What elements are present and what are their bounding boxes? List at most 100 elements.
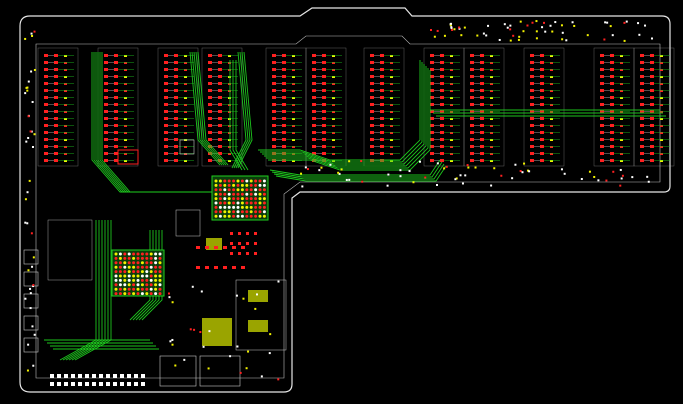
pad: [430, 96, 434, 99]
pad: [64, 55, 67, 57]
bga-ball: [158, 292, 162, 296]
via: [511, 177, 514, 180]
pad: [390, 69, 393, 71]
via: [644, 24, 647, 27]
pad: [620, 90, 623, 92]
bga-ball: [123, 278, 127, 282]
pad: [470, 131, 474, 134]
pad: [550, 69, 553, 71]
bga-ball: [145, 256, 149, 260]
bga-ball: [145, 278, 149, 282]
bga-ball: [249, 205, 253, 209]
smd-pad: [246, 252, 249, 255]
trace-bundle-right: [262, 64, 425, 165]
pad: [600, 117, 604, 120]
pad: [164, 117, 168, 120]
pad: [312, 124, 316, 127]
via: [254, 307, 257, 310]
bga-ball: [154, 261, 158, 265]
pad: [370, 145, 374, 148]
pad: [312, 117, 316, 120]
pad: [650, 138, 654, 141]
pad: [174, 61, 178, 64]
pad: [312, 54, 316, 57]
bga-ball: [245, 179, 249, 183]
pad: [332, 104, 335, 106]
bga-ball: [236, 205, 240, 209]
bga-ball: [145, 252, 149, 256]
pad: [380, 82, 384, 85]
pad: [282, 117, 286, 120]
bga-ball: [118, 261, 122, 265]
header-pin: [50, 374, 54, 378]
via: [544, 30, 547, 33]
pad: [312, 75, 316, 78]
pad: [540, 82, 544, 85]
pad: [208, 131, 212, 134]
pad: [370, 110, 374, 113]
bga-ball: [262, 214, 266, 218]
pad: [114, 61, 118, 64]
pad: [440, 68, 444, 71]
bga-ball: [258, 183, 262, 187]
bga-ball: [223, 192, 227, 196]
pad: [550, 146, 553, 148]
pad: [312, 145, 316, 148]
pad: [282, 89, 286, 92]
via: [31, 34, 34, 37]
pad: [440, 124, 444, 127]
pad: [208, 75, 212, 78]
bga-ball: [258, 210, 262, 214]
bga-ball: [249, 201, 253, 205]
trace-bundle-lower-left: [59, 220, 97, 361]
pad: [610, 54, 614, 57]
via: [200, 290, 203, 293]
bga-ball: [114, 278, 118, 282]
pad: [550, 55, 553, 57]
ic-footprint: [117, 149, 139, 165]
pad: [660, 83, 663, 85]
pad: [430, 103, 434, 106]
pad: [650, 103, 654, 106]
bga-ball: [218, 188, 222, 192]
bga-ball: [140, 274, 144, 278]
pad: [620, 62, 623, 64]
pad: [44, 124, 48, 127]
via: [33, 333, 36, 336]
via: [514, 163, 517, 166]
pad: [218, 117, 222, 120]
via: [606, 21, 609, 24]
bga-ball: [154, 256, 158, 260]
bga-ball: [227, 179, 231, 183]
bga-ball: [123, 256, 127, 260]
pad: [54, 145, 58, 148]
pad: [272, 145, 276, 148]
pad: [370, 61, 374, 64]
pad: [272, 103, 276, 106]
bga-ball: [254, 183, 258, 187]
bga-chip-upper[interactable]: [211, 175, 269, 221]
bga-chip-lower[interactable]: [111, 249, 165, 297]
bga-ball: [240, 201, 244, 205]
pad: [490, 83, 493, 85]
pad: [640, 54, 644, 57]
pad: [164, 159, 168, 162]
pad: [218, 124, 222, 127]
via: [460, 34, 463, 37]
pad: [218, 110, 222, 113]
bga-ball: [262, 201, 266, 205]
pad: [282, 131, 286, 134]
pad: [312, 96, 316, 99]
via: [631, 176, 634, 179]
header-pin: [99, 374, 103, 378]
pad: [600, 103, 604, 106]
pad: [620, 125, 623, 127]
bga-ball: [262, 205, 266, 209]
pad: [322, 61, 326, 64]
pad: [44, 61, 48, 64]
pad: [292, 139, 295, 141]
via: [29, 287, 32, 290]
pad: [322, 152, 326, 155]
